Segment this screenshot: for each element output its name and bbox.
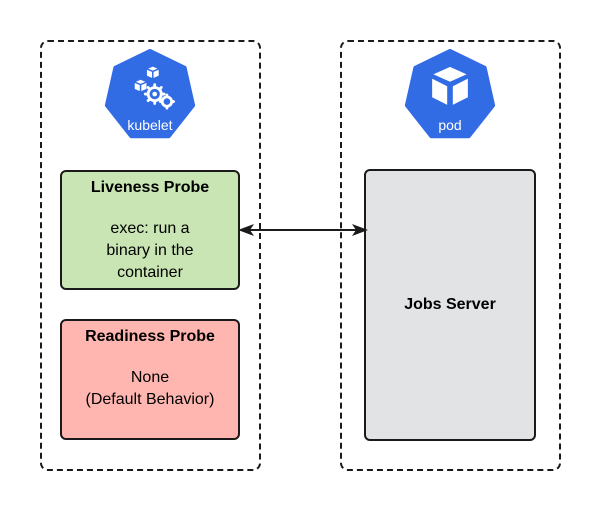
jobs-server-label: Jobs Server xyxy=(404,296,496,313)
pod-caption: pod xyxy=(438,117,462,133)
bidirectional-arrow-connector xyxy=(238,224,368,236)
jobs-server-box: Jobs Server xyxy=(364,169,536,441)
pod-group-container xyxy=(340,40,561,471)
readiness-probe-description: None (Default Behavior) xyxy=(85,369,215,408)
liveness-probe-description: exec: run a binary in the container xyxy=(106,220,194,281)
kubelet-caption: kubelet xyxy=(127,117,173,133)
liveness-probe-box: Liveness Probe exec: run a binary in the… xyxy=(60,170,240,290)
kubelet-icon xyxy=(104,48,196,139)
readiness-probe-box: Readiness Probe None (Default Behavior) xyxy=(60,319,240,440)
readiness-probe-title: Readiness Probe xyxy=(85,328,215,345)
pod-icon xyxy=(404,48,496,139)
kubelet-group-container xyxy=(40,40,261,471)
liveness-probe-title: Liveness Probe xyxy=(90,179,210,196)
